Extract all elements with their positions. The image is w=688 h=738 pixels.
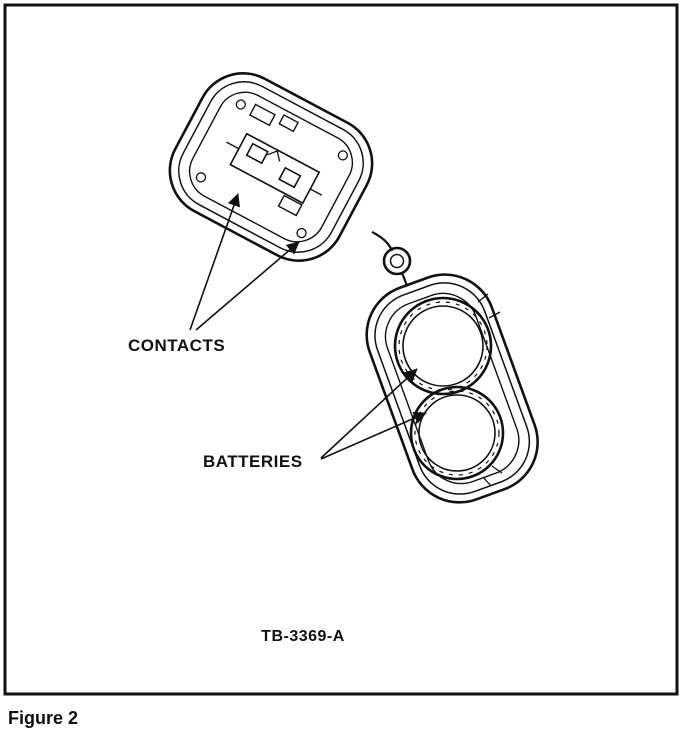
- back-mid-outline: [178, 81, 364, 253]
- contact-spring: [267, 150, 281, 162]
- batteries-arrow-2: [320, 411, 427, 460]
- batteries-callout: BATTERIES: [203, 368, 427, 471]
- battery-bottom-inner: [418, 394, 496, 472]
- battery-bottom: [409, 385, 505, 481]
- batteries: [393, 293, 505, 487]
- contacts-arrow-2: [195, 241, 300, 331]
- figure-caption: Figure 2: [8, 708, 78, 728]
- contacts-label: CONTACTS: [128, 336, 225, 355]
- battery-cover-mid-outline: [374, 282, 531, 495]
- screw-hole: [195, 172, 207, 183]
- keyring-inner: [389, 253, 405, 269]
- battery-top-ridge: [398, 301, 488, 391]
- contacts-arrow-1: [189, 193, 241, 331]
- back-inner-outline: [188, 91, 354, 243]
- board-component: [248, 103, 276, 127]
- battery-tab-marks: [477, 293, 503, 487]
- screw-hole: [337, 150, 349, 161]
- board-tab: [277, 194, 303, 217]
- battery-bottom-ridge: [414, 390, 500, 476]
- battery-top-inner: [402, 305, 484, 387]
- screw-hole: [235, 99, 246, 110]
- drawing-code: TB-3369-A: [261, 628, 345, 645]
- contact-lead-lines: [226, 141, 323, 196]
- back-outer-outline: [168, 72, 374, 262]
- batteries-label: BATTERIES: [203, 452, 303, 471]
- contact-clip-1: [245, 142, 269, 165]
- figure-border: [3, 3, 679, 696]
- board-component: [278, 114, 300, 133]
- screw-hole: [296, 227, 307, 239]
- remote-battery-half: [365, 273, 539, 504]
- keyring-outer: [382, 246, 412, 276]
- batteries-arrow-1: [320, 368, 418, 459]
- remote-back-half: [168, 72, 374, 262]
- battery-cover-outer-outline: [365, 273, 539, 504]
- contacts-callout: CONTACTS: [128, 193, 300, 355]
- battery-cover-inner-outline: [384, 292, 520, 485]
- contact-clip-2: [278, 166, 302, 189]
